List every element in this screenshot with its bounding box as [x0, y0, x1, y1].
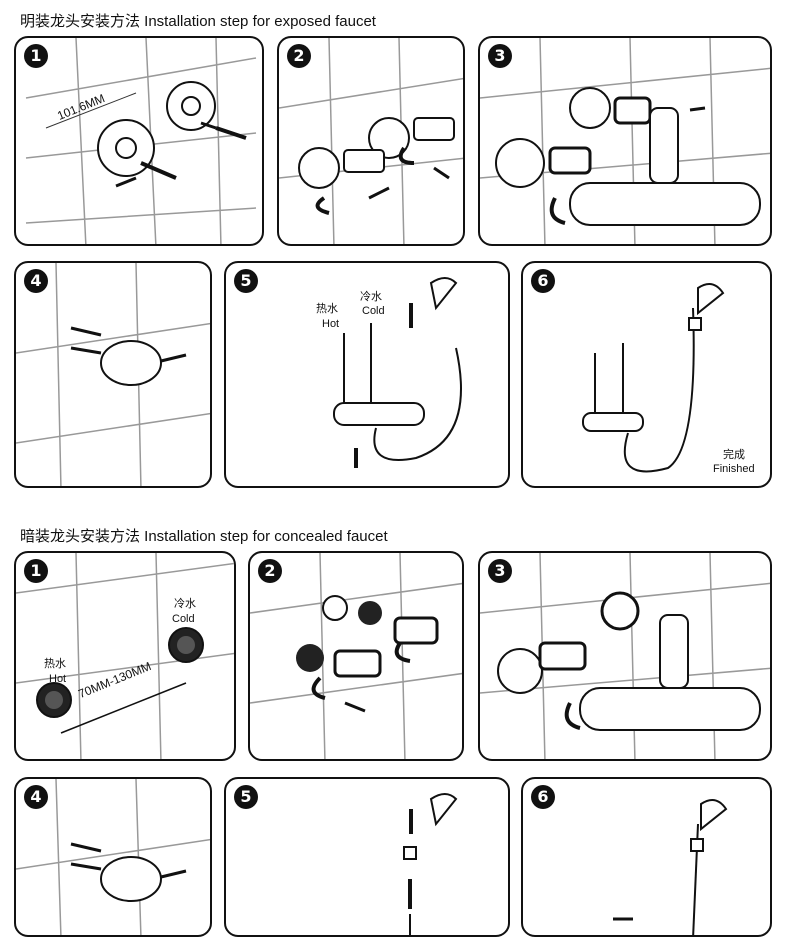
- step-number-badge: 4: [24, 269, 48, 293]
- outlet-spacing-illustration: [16, 553, 234, 759]
- step-number-badge: 1: [24, 44, 48, 68]
- elbow-connector-illustration: [250, 553, 462, 759]
- concealed-step-5-panel: 5: [224, 777, 510, 937]
- exposed-step-4-panel: 4: [14, 261, 212, 488]
- hose-connection-illustration: [333, 277, 462, 468]
- cold-label-cn: 冷水: [360, 291, 382, 303]
- wall-mount-illustration: [25, 38, 257, 244]
- hot-label-cn: 热水: [44, 658, 66, 670]
- hot-label-en: Hot: [322, 318, 340, 330]
- section-title-exposed: 明装龙头安装方法 Installation step for exposed f…: [20, 13, 376, 30]
- finished-assembly-illustration: [613, 799, 728, 935]
- cold-label-en: Cold: [172, 613, 195, 625]
- finished-label-cn: 完成: [723, 449, 745, 461]
- hose-connection-illustration: [403, 793, 458, 935]
- elbow-connector-illustration: [279, 38, 463, 244]
- finished-assembly-illustration: [582, 283, 725, 473]
- section-title-concealed: 暗装龙头安装方法 Installation step for concealed…: [20, 528, 388, 545]
- concealed-step-4-panel: 4: [14, 777, 212, 937]
- finished-label-en: Finished: [713, 463, 755, 475]
- step-number-badge: 3: [488, 44, 512, 68]
- step-number-badge: 4: [24, 785, 48, 809]
- exposed-step-3-panel: 3: [478, 36, 772, 246]
- step-number-badge: 5: [234, 785, 258, 809]
- step-number-badge: 2: [287, 44, 311, 68]
- mixer-body-illustration: [480, 38, 770, 244]
- step-number-badge: 2: [258, 559, 282, 583]
- cold-label-cn: 冷水: [174, 598, 196, 610]
- holder-mount-illustration: [16, 263, 210, 486]
- step-number-badge: 5: [234, 269, 258, 293]
- exposed-step-2-panel: 2: [277, 36, 465, 246]
- step-number-badge: 6: [531, 785, 555, 809]
- concealed-step-3-panel: 3: [478, 551, 772, 761]
- hot-label-en: Hot: [49, 673, 67, 685]
- exposed-step-1-panel: 1 101.6MM: [14, 36, 264, 246]
- holder-mount-illustration: [16, 779, 210, 935]
- exposed-step-5-panel: 5 热水 Hot 冷水 Cold: [224, 261, 510, 488]
- exposed-step-6-panel: 6 完成 Finished: [521, 261, 772, 488]
- concealed-step-1-panel: 1 热水 Hot 冷水 Cold 70MM-130MM: [14, 551, 236, 761]
- mixer-body-illustration: [480, 553, 770, 759]
- step-number-badge: 3: [488, 559, 512, 583]
- step-number-badge: 6: [531, 269, 555, 293]
- concealed-step-6-panel: 6: [521, 777, 772, 937]
- step-number-badge: 1: [24, 559, 48, 583]
- hot-label-cn: 热水: [316, 303, 338, 315]
- cold-label-en: Cold: [362, 305, 385, 317]
- concealed-step-2-panel: 2: [248, 551, 464, 761]
